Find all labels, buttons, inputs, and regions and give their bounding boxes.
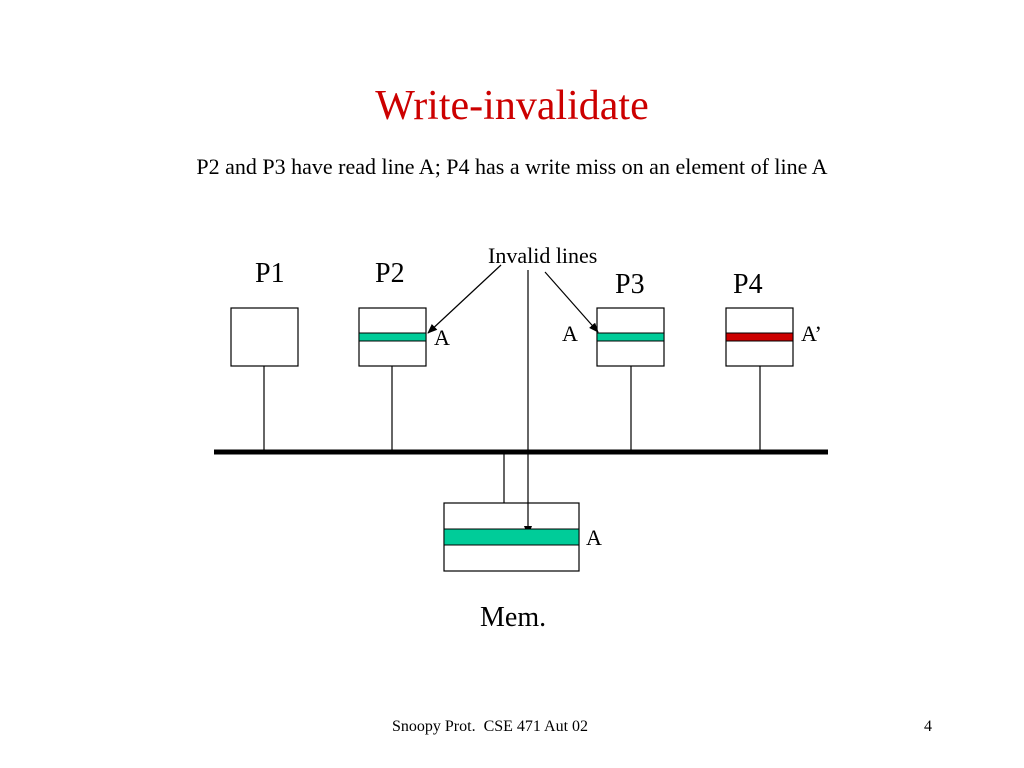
processor-label-p3: P3 xyxy=(615,269,645,300)
processor-label-p1: P1 xyxy=(255,258,285,289)
line-label-p4: A’ xyxy=(801,321,822,346)
page-number: 4 xyxy=(924,718,932,735)
memory-line-label: A xyxy=(586,525,602,550)
arrow-to-p3-line xyxy=(544,271,599,333)
cache-line-p4 xyxy=(725,332,794,342)
slide-subtitle: P2 and P3 have read line A; P4 has a wri… xyxy=(196,154,828,179)
line-label-p3: A xyxy=(562,321,578,346)
memory-line xyxy=(443,528,580,546)
processor-label-p4: P4 xyxy=(733,269,763,300)
cache-box-p1 xyxy=(230,307,299,367)
line-label-p2: A xyxy=(434,325,450,350)
cache-line-p3 xyxy=(596,332,665,342)
slide-title: Write-invalidate xyxy=(375,83,649,129)
processor-label-p2: P2 xyxy=(375,258,405,289)
footer-text: Snoopy Prot. CSE 471 Aut 02 xyxy=(392,718,589,735)
arrow-to-p2-line xyxy=(427,264,502,334)
cache-line-p2 xyxy=(358,332,427,342)
memory-label: Mem. xyxy=(480,602,546,633)
invalid-lines-annotation: Invalid lines xyxy=(488,243,597,268)
